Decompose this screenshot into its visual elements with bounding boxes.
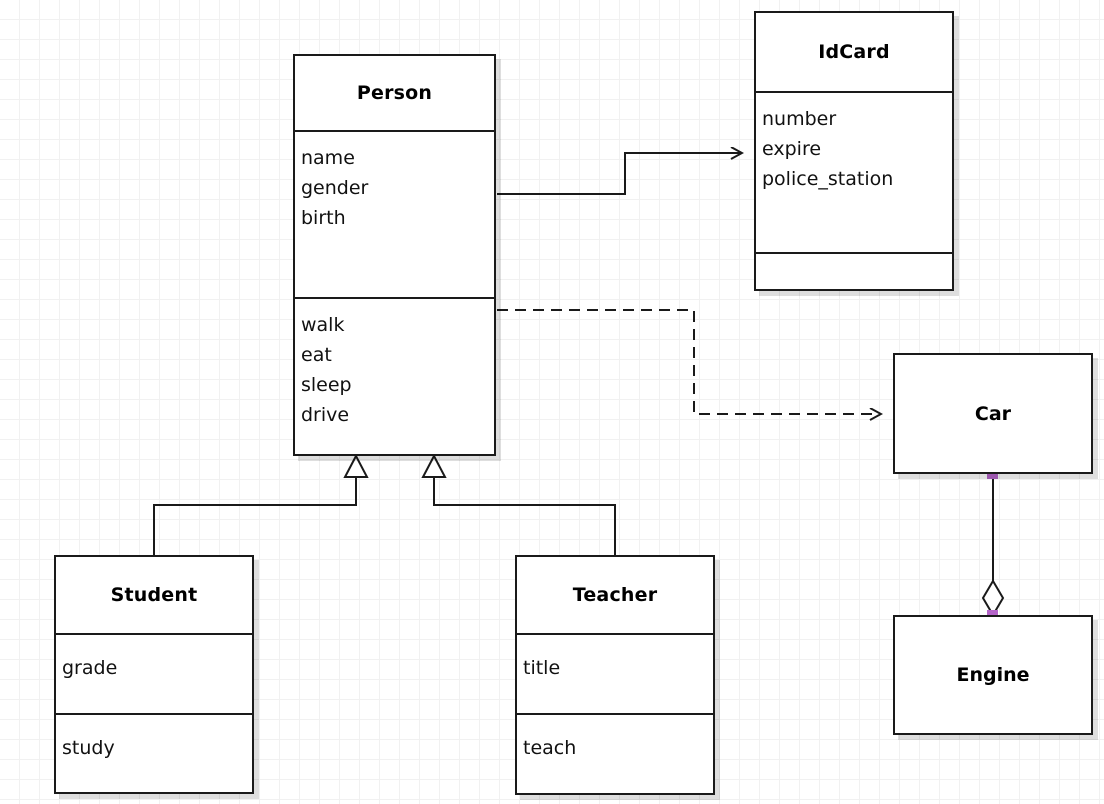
operations-compartment-student: study <box>56 713 252 794</box>
edge-teacher-person[interactable] <box>421 453 616 556</box>
attribute-item: number <box>762 108 837 130</box>
attributes-compartment-idcard: number expire police_station <box>756 91 952 252</box>
class-box-idcard[interactable]: IdCard number expire police_station <box>754 11 954 291</box>
operations-compartment-idcard <box>756 252 952 289</box>
attribute-item: name <box>301 147 355 169</box>
class-name-idcard: IdCard <box>818 41 890 63</box>
class-name-teacher: Teacher <box>572 584 658 606</box>
operation-item: walk <box>301 314 345 336</box>
hollow-triangle-icon <box>343 453 369 478</box>
attributes-compartment-student: grade <box>56 633 252 713</box>
operation-item: eat <box>301 344 332 366</box>
attribute-item: grade <box>62 657 118 679</box>
class-box-person[interactable]: Person name gender birth walk eat sleep … <box>293 54 496 456</box>
class-name-car: Car <box>974 402 1012 425</box>
operation-item: sleep <box>301 374 352 396</box>
operation-item: drive <box>301 404 350 426</box>
attribute-item: title <box>523 657 561 679</box>
class-box-teacher[interactable]: Teacher title teach <box>515 555 715 795</box>
operations-compartment-teacher: teach <box>517 713 713 795</box>
attributes-compartment-teacher: title <box>517 633 713 713</box>
operation-item: teach <box>523 737 577 759</box>
attribute-item: gender <box>301 177 369 199</box>
attribute-item: expire <box>762 138 822 160</box>
attribute-item: birth <box>301 207 346 229</box>
attribute-item: police_station <box>762 168 894 190</box>
edge-student-person[interactable] <box>153 453 369 556</box>
class-box-student[interactable]: Student grade study <box>54 555 254 794</box>
attributes-compartment-person: name gender birth <box>295 130 494 297</box>
operation-item: study <box>62 737 115 759</box>
class-name-person: Person <box>356 82 433 104</box>
operations-compartment-person: walk eat sleep drive <box>295 297 494 454</box>
class-name-student: Student <box>110 584 198 606</box>
hollow-triangle-icon <box>421 453 447 478</box>
edge-car-engine[interactable] <box>981 474 1005 617</box>
edge-person-idcard[interactable] <box>497 153 742 195</box>
class-box-car[interactable]: Car <box>893 353 1093 474</box>
class-name-engine: Engine <box>956 664 1030 686</box>
class-box-engine[interactable]: Engine <box>893 615 1093 735</box>
edge-person-car[interactable] <box>497 309 881 414</box>
